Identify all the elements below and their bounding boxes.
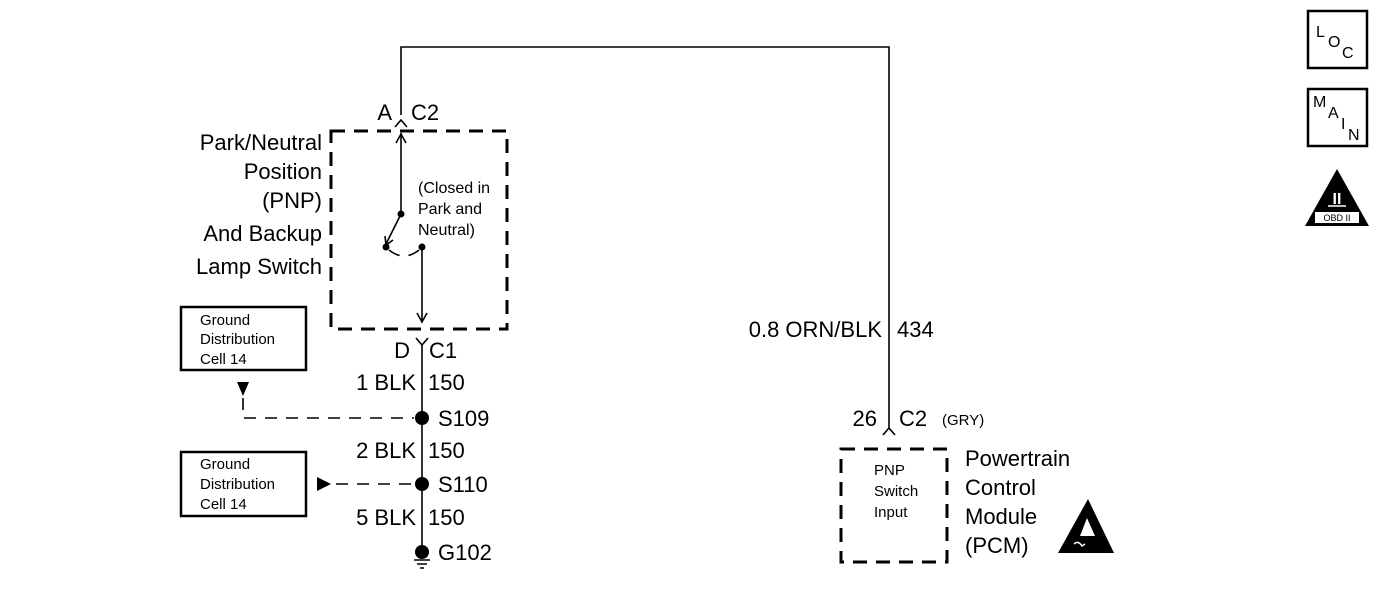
- pcm-box: [839, 447, 949, 564]
- pcm-name-line-2: Control: [965, 475, 1036, 500]
- switch-note-line-3: Neutral): [418, 222, 475, 239]
- ground-ref-1-arrow-icon: [237, 382, 249, 396]
- main-icon[interactable]: [1306, 87, 1369, 148]
- nav-icon-obd-ii[interactable]: II OBD II: [1305, 169, 1369, 226]
- connector-c2-top-symbol: [394, 118, 408, 128]
- ground-ref-2-arrow-icon: [317, 477, 331, 491]
- obd-ii-numeral: II: [1333, 191, 1342, 208]
- switch-name-line-1: Park/Neutral: [200, 130, 322, 155]
- switch-note-line-1: (Closed in: [418, 180, 490, 197]
- loc-letter-c: C: [1342, 45, 1354, 62]
- ground-ref-1-line-3: Cell 14: [200, 351, 247, 368]
- ground-ref-2-line-1: Ground: [200, 456, 250, 473]
- circuit-number-150-c: 150: [428, 505, 465, 530]
- connector-pcm-symbol: [882, 426, 896, 436]
- pcm-input-line-2: Switch: [874, 483, 918, 500]
- switch-name-line-2: Position: [244, 159, 322, 184]
- main-letter-a: A: [1328, 105, 1339, 122]
- main-letter-i: I: [1341, 116, 1345, 133]
- switch-name-line-5: Lamp Switch: [196, 254, 322, 279]
- ground-ref-2-line-3: Cell 14: [200, 496, 247, 513]
- nav-icon-loc[interactable]: L O C: [1306, 9, 1369, 70]
- switch-name-line-3: (PNP): [262, 188, 322, 213]
- pcm-name-line-3: Module: [965, 504, 1037, 529]
- pcm-connector-name: C2: [899, 406, 927, 431]
- obd-ii-label: OBD II: [1323, 213, 1350, 223]
- splice-s110-dot: [415, 477, 429, 491]
- loc-icon[interactable]: [1306, 9, 1369, 70]
- main-letter-n: N: [1348, 127, 1360, 144]
- switch-blade: [385, 213, 402, 245]
- wire-label-0-8-orn-blk: 0.8 ORN/BLK: [749, 317, 883, 342]
- obd-ii-icon[interactable]: [1305, 169, 1369, 226]
- pcm-name-line-1: Powertrain: [965, 446, 1070, 471]
- wire-label-5-blk: 5 BLK: [356, 505, 416, 530]
- pcm: 0.8 ORN/BLK 434 26 C2 (GRY) PNP Switch I…: [749, 317, 1114, 564]
- connector-bottom-name: C1: [429, 338, 457, 363]
- ground-ref-box-2: [179, 450, 308, 518]
- wire-434-route: [400, 46, 890, 428]
- connector-bottom-pin: D: [394, 338, 410, 363]
- loc-letter-o: O: [1328, 34, 1340, 51]
- ground-g102-label: G102: [438, 540, 492, 565]
- esd-warning-icon: [1058, 499, 1114, 553]
- circuit-number-434: 434: [897, 317, 934, 342]
- connector-top-pin: A: [377, 100, 392, 125]
- pnp-switch: Park/Neutral Position (PNP) And Backup L…: [196, 46, 890, 552]
- pcm-input-line-3: Input: [874, 504, 908, 521]
- splice-s110-label: S110: [438, 472, 488, 497]
- switch-mechanical-link: [388, 249, 420, 257]
- pcm-input-line-1: PNP: [874, 462, 905, 479]
- ground-ref-1-line-2: Distribution: [200, 331, 275, 348]
- splice-s109-label: S109: [438, 406, 489, 431]
- switch-name-line-4: And Backup: [203, 221, 322, 246]
- switch-note-line-2: Park and: [418, 201, 482, 218]
- ground-ref-box-1: [179, 305, 308, 372]
- wire-label-2-blk: 2 BLK: [356, 438, 416, 463]
- ground-ref-2-line-2: Distribution: [200, 476, 275, 493]
- pcm-connector-pin: 26: [853, 406, 877, 431]
- pnp-switch-box: [329, 129, 509, 331]
- ground-circuit: 1 BLK 150 S109 2 BLK 150 S110 5 BLK 150 …: [179, 305, 492, 569]
- splice-s109-dot: [415, 411, 429, 425]
- loc-letter-l: L: [1316, 24, 1325, 41]
- connector-c1-symbol: [415, 337, 429, 347]
- circuit-number-150-b: 150: [428, 438, 465, 463]
- ground-symbol-icon: [414, 559, 430, 569]
- ground-g102-dot: [415, 545, 429, 559]
- pcm-name-line-4: (PCM): [965, 533, 1029, 558]
- wire-label-1-blk: 1 BLK: [356, 370, 416, 395]
- switch-contact-left: [382, 243, 390, 251]
- main-letter-m: M: [1313, 94, 1326, 111]
- pcm-connector-color: (GRY): [942, 412, 984, 429]
- ground-ref-1-line-1: Ground: [200, 312, 250, 329]
- ground-ref-1-dashed-link: [242, 398, 414, 419]
- nav-icon-main[interactable]: M A I N: [1306, 87, 1369, 148]
- circuit-number-150-a: 150: [428, 370, 465, 395]
- connector-top-name: C2: [411, 100, 439, 125]
